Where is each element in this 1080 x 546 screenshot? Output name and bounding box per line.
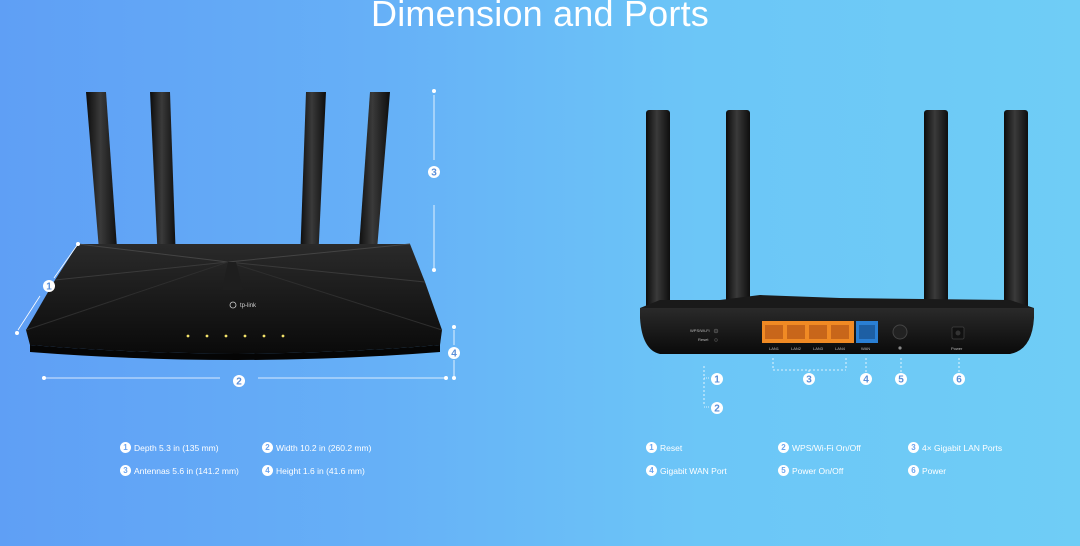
legend-text: Reset — [660, 442, 683, 453]
legend-text: Width 10.2 in (260.2 mm) — [276, 442, 372, 453]
page-title: Dimension and Ports — [371, 0, 709, 34]
svg-text:4: 4 — [863, 375, 869, 386]
svg-text:3: 3 — [806, 375, 812, 386]
wps-button[interactable] — [713, 328, 719, 334]
lan2-label: LAN2 — [791, 346, 802, 351]
svg-text:1: 1 — [714, 375, 720, 386]
legend-text: Power On/Off — [792, 465, 844, 476]
legend-text: Height 1.6 in (41.6 mm) — [276, 465, 365, 476]
front-callout-2: 2 — [233, 375, 245, 388]
back-callout-4: 4 — [860, 373, 872, 386]
power-label: Power — [951, 346, 963, 351]
lan-ports — [762, 321, 854, 343]
front-antennas — [86, 92, 390, 262]
front-legend-height: 4 Height 1.6 in (41.6 mm) — [262, 465, 365, 476]
legend-number-badge: 2 — [778, 442, 789, 453]
svg-text:2: 2 — [714, 404, 720, 415]
svg-text:1: 1 — [46, 282, 52, 293]
legend-number-badge: 6 — [908, 465, 919, 476]
legend-number-badge: 4 — [262, 465, 273, 476]
wan-label: WAN — [861, 346, 870, 351]
legend-text: Gigabit WAN Port — [660, 465, 727, 476]
back-leader-lines — [703, 358, 960, 408]
back-legend-power: 6 Power — [908, 465, 946, 476]
legend-number-badge: 2 — [262, 442, 273, 453]
svg-text:3: 3 — [431, 168, 437, 179]
legend-text: Antennas 5.6 in (141.2 mm) — [134, 465, 239, 476]
front-callout-1: 1 — [43, 280, 55, 293]
front-legend-width: 2 Width 10.2 in (260.2 mm) — [262, 442, 371, 453]
back-legend-wps: 2 WPS/Wi-Fi On/Off — [778, 442, 861, 453]
legend-number-badge: 5 — [778, 465, 789, 476]
lan4-port[interactable] — [831, 325, 849, 339]
legend-text: Power — [922, 465, 947, 476]
legend-number-badge: 1 — [646, 442, 657, 453]
front-callout-3: 3 — [428, 166, 440, 179]
legend-text: Depth 5.3 in (135 mm) — [134, 442, 219, 453]
back-callout-1: 1 — [711, 373, 723, 386]
legend-number-badge: 1 — [120, 442, 131, 453]
status-leds — [186, 334, 285, 338]
back-callout-5: 5 — [895, 373, 907, 386]
legend-text: WPS/Wi-Fi On/Off — [792, 442, 861, 453]
power-button-icon — [898, 346, 902, 350]
lan1-port[interactable] — [765, 325, 783, 339]
svg-text:2: 2 — [236, 377, 242, 388]
reset-label: Reset — [698, 337, 709, 342]
svg-text:6: 6 — [956, 375, 962, 386]
back-legend-reset: 1 Reset — [646, 442, 682, 453]
front-legend-depth: 1 Depth 5.3 in (135 mm) — [120, 442, 219, 453]
back-legend-lan: 3 4× Gigabit LAN Ports — [908, 442, 1002, 453]
lan1-label: LAN1 — [769, 346, 780, 351]
lan4-label: LAN4 — [835, 346, 846, 351]
back-callout-3: 3 — [803, 373, 815, 386]
legend-number-badge: 3 — [908, 442, 919, 453]
power-button[interactable] — [892, 324, 908, 340]
front-router-body: tp-link — [25, 243, 443, 360]
dimension-lines — [14, 89, 456, 380]
front-legend-antennas: 3 Antennas 5.6 in (141.2 mm) — [120, 465, 239, 476]
lan3-label: LAN3 — [813, 346, 824, 351]
legend-number-badge: 3 — [120, 465, 131, 476]
brand-logo: tp-link — [240, 303, 257, 309]
svg-text:4: 4 — [451, 349, 457, 360]
svg-text:5: 5 — [898, 375, 904, 386]
front-callout-4: 4 — [448, 347, 460, 360]
lan2-port[interactable] — [787, 325, 805, 339]
back-router-figure: WPS/Wi-Fi Reset LAN1 LAN2 LAN3 LAN4 WAN — [640, 110, 1034, 354]
legend-text: 4× Gigabit LAN Ports — [922, 442, 1003, 453]
legend-number-badge: 4 — [646, 465, 657, 476]
brand-logo-icon — [229, 301, 237, 309]
wps-label: WPS/Wi-Fi — [690, 328, 710, 333]
back-legend-power-onoff: 5 Power On/Off — [778, 465, 843, 476]
back-callout-6: 6 — [953, 373, 965, 386]
reset-button[interactable] — [714, 338, 718, 342]
back-antennas — [646, 110, 1028, 342]
back-callout-2: 2 — [711, 402, 723, 415]
lan3-port[interactable] — [809, 325, 827, 339]
back-legend-wan: 4 Gigabit WAN Port — [646, 465, 727, 476]
